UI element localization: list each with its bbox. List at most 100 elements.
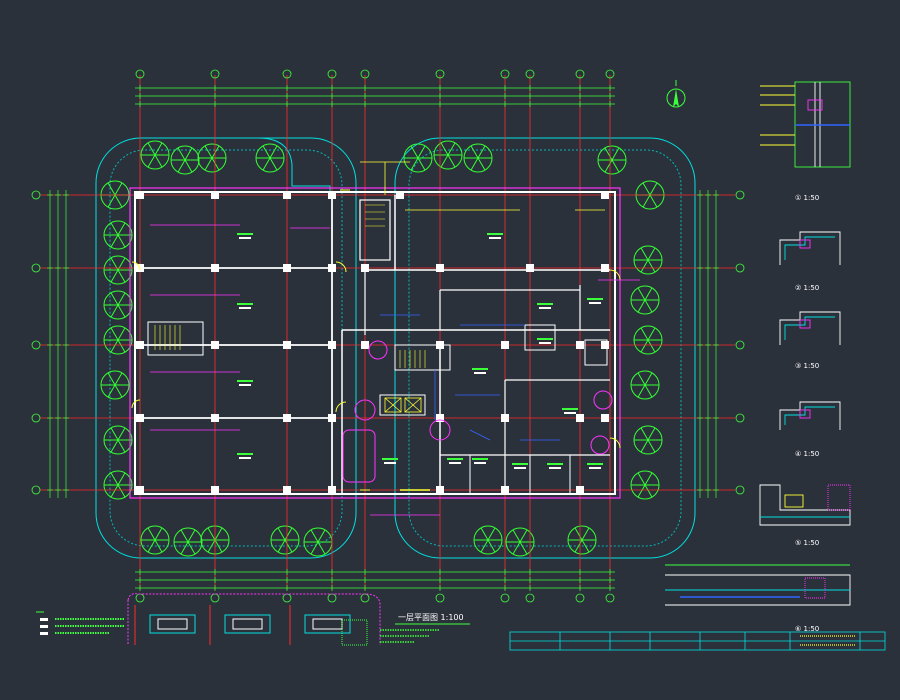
landscape-trees (100, 140, 665, 557)
axis-bubble (31, 263, 41, 273)
axis-bubble (735, 340, 745, 350)
detail-5-caption: ⑤ 1:50 (795, 539, 819, 547)
axis-bubble (605, 69, 615, 79)
tree-icon (103, 255, 133, 285)
room-tag-line (514, 467, 526, 469)
tree-icon (473, 525, 503, 555)
axis-bubble (327, 593, 337, 603)
axis-bubble (135, 593, 145, 603)
axis-bubble (435, 69, 445, 79)
column (328, 264, 336, 272)
axis-bubble (31, 413, 41, 423)
axis-bubble (435, 593, 445, 603)
axis-bubble (500, 69, 510, 79)
tree-icon (630, 285, 660, 315)
tree-icon (433, 140, 463, 170)
axis-bubble (735, 485, 745, 495)
dimension-lines (47, 85, 719, 591)
north-arrow (666, 80, 686, 108)
tree-icon (630, 470, 660, 500)
room-tag-line (537, 303, 553, 305)
tree-icon (103, 220, 133, 250)
room-tag-line (589, 302, 601, 304)
column (576, 486, 584, 494)
room-tag-line (237, 453, 253, 455)
room-tag-line (589, 467, 601, 469)
column (361, 341, 369, 349)
column (211, 191, 219, 199)
column (211, 414, 219, 422)
room-tag-line (472, 458, 488, 460)
column (501, 341, 509, 349)
tree-icon (170, 145, 200, 175)
detail-captions: ① 1:50 ② 1:50 ③ 1:50 ④ 1:50 ⑤ 1:50 ⑥ 1:5… (795, 194, 819, 633)
column (526, 264, 534, 272)
tree-icon (597, 145, 627, 175)
tree-icon (303, 527, 333, 557)
column (211, 341, 219, 349)
room-tag-line (239, 307, 251, 309)
room-tag-line (547, 463, 563, 465)
room-tag-line (384, 462, 396, 464)
detail-3-caption: ③ 1:50 (795, 362, 819, 370)
room-tags (237, 233, 603, 469)
room-tag-line (539, 307, 551, 309)
room-tag-line (487, 233, 503, 235)
column (136, 486, 144, 494)
axis-bubble (31, 340, 41, 350)
room-tag-line (549, 467, 561, 469)
plan-title: 一层平面图 1:100 (398, 613, 464, 622)
tree-icon (633, 425, 663, 455)
tree-icon (255, 143, 285, 173)
tree-icon (103, 470, 133, 500)
room-tag-line (474, 372, 486, 374)
column (601, 341, 609, 349)
column (501, 414, 509, 422)
room-tag-line (512, 463, 528, 465)
elevator-symbols (384, 397, 422, 413)
axis-bubble (735, 413, 745, 423)
axis-bubble (500, 593, 510, 603)
tree-icon (567, 525, 597, 555)
axis-bubble (360, 593, 370, 603)
bottom-details (127, 593, 381, 646)
room-tag-line (587, 298, 603, 300)
column (136, 341, 144, 349)
tree-icon (140, 140, 170, 170)
axis-bubble (735, 263, 745, 273)
axis-bubble (210, 593, 220, 603)
door-swings (131, 189, 621, 491)
column (601, 264, 609, 272)
column (328, 414, 336, 422)
room-tag-line (562, 408, 578, 410)
column (283, 341, 291, 349)
tree-icon (633, 325, 663, 355)
tree-icon (463, 143, 493, 173)
tree-icon (103, 325, 133, 355)
axis-bubble (210, 69, 220, 79)
room-tag-line (382, 458, 398, 460)
column (576, 341, 584, 349)
column (436, 486, 444, 494)
title-block (509, 631, 886, 651)
room-tag-line (539, 342, 551, 344)
tree-icon (403, 143, 433, 173)
room-tag-line (449, 462, 461, 464)
tree-icon (103, 425, 133, 455)
axis-bubble (605, 593, 615, 603)
column (436, 341, 444, 349)
room-tag-line (239, 384, 251, 386)
column (328, 341, 336, 349)
column (501, 486, 509, 494)
column (328, 486, 336, 494)
column (436, 414, 444, 422)
tree-icon (173, 527, 203, 557)
column (601, 191, 609, 199)
tree-icon (100, 370, 130, 400)
axis-bubble (525, 69, 535, 79)
tree-icon (633, 245, 663, 275)
room-tag-line (472, 368, 488, 370)
axis-bubble (31, 190, 41, 200)
column (283, 414, 291, 422)
